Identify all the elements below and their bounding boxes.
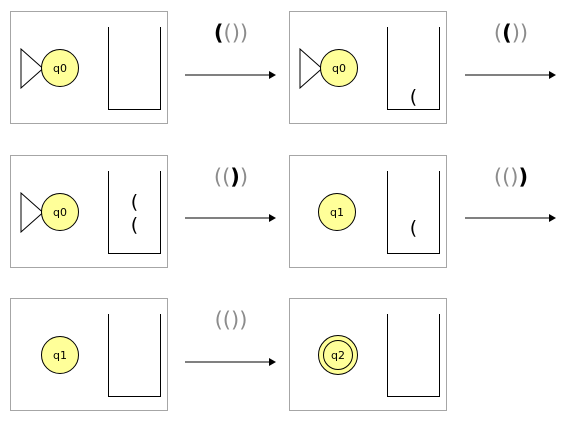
- input-char: (: [222, 308, 231, 332]
- state-label: q1: [53, 348, 67, 362]
- start-marker-icon: [20, 48, 44, 89]
- state-label: q0: [332, 61, 346, 75]
- stack-container: (: [387, 171, 440, 254]
- input-char: ): [518, 165, 529, 189]
- input-string: (()): [191, 307, 271, 333]
- input-char: (: [214, 308, 223, 332]
- state-label: q0: [53, 205, 67, 219]
- step-3-frame: q0 ( (: [10, 155, 168, 268]
- stack-item: (: [409, 217, 418, 239]
- input-char: ): [511, 21, 520, 45]
- input-char: (: [502, 21, 512, 45]
- start-marker-icon: [20, 192, 44, 233]
- transition-arrow-icon: [185, 71, 276, 79]
- transition-arrow-icon: [465, 214, 556, 222]
- input-char: ): [230, 165, 240, 189]
- state-circle: q0: [41, 193, 79, 231]
- input-char: ): [239, 165, 249, 189]
- input-char: (: [493, 165, 503, 189]
- state-circle: q0: [41, 49, 79, 87]
- input-char: (: [222, 165, 231, 189]
- state-circle: q1: [41, 336, 79, 374]
- stack-container: [108, 27, 161, 110]
- transition-arrow-icon: [185, 358, 276, 366]
- start-marker-icon: [299, 48, 323, 89]
- input-char: ): [510, 165, 519, 189]
- step-5-frame: q1: [10, 298, 168, 411]
- input-string: (()): [191, 20, 271, 46]
- stack-item: (: [130, 191, 139, 213]
- stack-container: [108, 314, 161, 397]
- input-string: (()): [471, 20, 551, 46]
- input-string: (()): [191, 164, 271, 190]
- state-label: q1: [330, 205, 344, 219]
- input-char: (: [502, 165, 511, 189]
- transition-arrow-icon: [465, 71, 556, 79]
- input-string: (()): [471, 164, 551, 190]
- transition-arrow-icon: [185, 214, 276, 222]
- stack-container: (: [387, 27, 440, 110]
- input-char: (: [213, 165, 223, 189]
- state-circle: q0: [320, 49, 358, 87]
- step-2-frame: q0 (: [289, 11, 447, 124]
- state-circle: q1: [318, 193, 356, 231]
- stack-item: (: [130, 214, 139, 236]
- input-char: ): [519, 21, 529, 45]
- stack-container: [387, 314, 440, 397]
- input-char: ): [231, 308, 240, 332]
- input-char: (: [213, 21, 224, 45]
- final-state-inner-ring: q2: [323, 340, 353, 370]
- stack-container: ( (: [108, 171, 161, 254]
- state-label: q2: [331, 348, 345, 362]
- input-char: (: [223, 21, 232, 45]
- input-char: (: [493, 21, 503, 45]
- state-label: q0: [53, 61, 67, 75]
- input-char: ): [239, 308, 248, 332]
- step-4-frame: q1 (: [289, 155, 447, 268]
- step-1-frame: q0: [10, 11, 168, 124]
- step-6-frame: q2: [289, 298, 447, 411]
- final-state-circle: q2: [318, 335, 358, 375]
- input-char: ): [231, 21, 240, 45]
- input-char: ): [239, 21, 249, 45]
- stack-item: (: [409, 86, 418, 108]
